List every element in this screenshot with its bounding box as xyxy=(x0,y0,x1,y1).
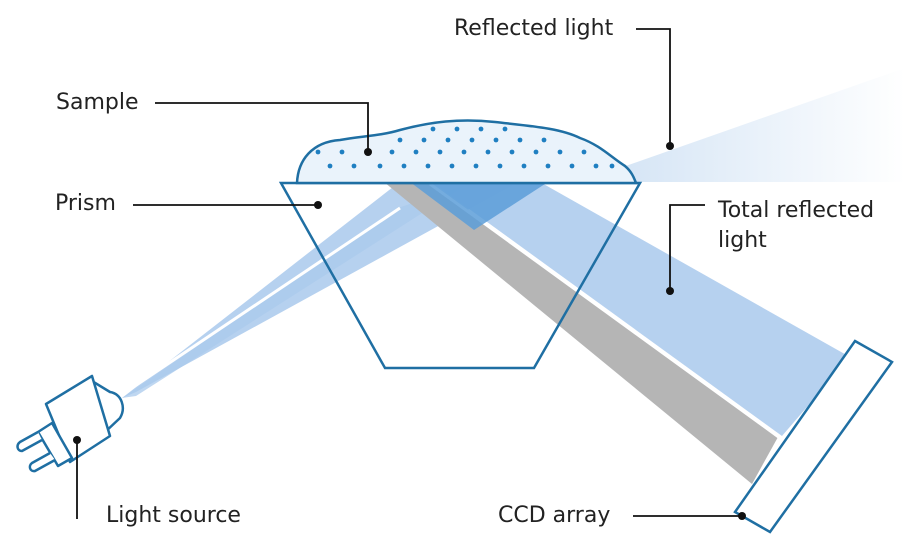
sample-dot xyxy=(469,137,475,143)
incident-beam-divider xyxy=(119,206,401,398)
shadow-beam xyxy=(384,182,778,484)
sample-dot xyxy=(521,163,527,169)
sample-dot xyxy=(425,163,431,169)
sample-dot xyxy=(445,137,451,143)
light-source-pin-lower xyxy=(28,451,56,473)
sample-dot xyxy=(557,149,563,155)
sample-dot xyxy=(315,149,321,155)
sample-dot xyxy=(533,149,539,155)
sample-dot xyxy=(478,126,484,132)
beam-boundary-line xyxy=(429,182,781,440)
sample-dot xyxy=(609,163,615,169)
sample-dot xyxy=(377,163,383,169)
light-source-collar xyxy=(36,421,74,468)
ccd-array-marker xyxy=(738,512,746,520)
ccd-array xyxy=(733,339,894,534)
sample-dot xyxy=(454,126,460,132)
incident-beam-lower xyxy=(122,185,466,398)
sample-dot xyxy=(485,149,491,155)
sample-dot xyxy=(473,163,479,169)
total-reflected-label-line-2: light xyxy=(718,228,767,253)
sample-dot xyxy=(437,149,443,155)
sample-dot xyxy=(339,149,345,155)
sample-dot xyxy=(502,126,508,132)
sample-dot xyxy=(509,149,515,155)
sample-leader xyxy=(155,102,369,152)
sample-marker xyxy=(364,148,372,156)
sample-dot xyxy=(541,137,547,143)
sample-dot xyxy=(461,149,467,155)
sample-dot xyxy=(493,137,499,143)
sample-dot xyxy=(569,163,575,169)
sample-dot xyxy=(581,149,587,155)
leader-endpoints xyxy=(73,142,746,520)
sample-dots xyxy=(315,126,615,169)
prism-label: Prism xyxy=(55,191,116,216)
incident-beam-upper xyxy=(122,180,522,398)
sample-dot xyxy=(545,163,551,169)
sample-label: Sample xyxy=(56,90,139,115)
sample-dot xyxy=(497,163,503,169)
leader-lines xyxy=(76,28,742,519)
total-reflected-beam xyxy=(432,182,850,436)
total-reflected-leader xyxy=(669,204,705,291)
light-source-marker xyxy=(73,436,81,444)
sample-dot xyxy=(413,149,419,155)
sample-dot xyxy=(421,137,427,143)
light-source xyxy=(16,374,124,473)
reflected-light-marker xyxy=(666,142,674,150)
light-source-pin-upper xyxy=(16,430,43,453)
reflected-light-label: Reflected light xyxy=(454,16,614,41)
sample-dot xyxy=(389,149,395,155)
light-source-label: Light source xyxy=(106,503,241,528)
reflected-light-glow xyxy=(580,68,905,182)
total-reflected-light-label: Total reflected light xyxy=(718,196,874,256)
total-reflected-marker xyxy=(666,287,674,295)
sample-dot xyxy=(449,163,455,169)
sample-dot xyxy=(397,137,403,143)
total-reflected-label-line-1: Total reflected xyxy=(718,198,875,223)
reflected-light-leader xyxy=(636,28,671,146)
sample-dot xyxy=(351,163,357,169)
sample-dot xyxy=(327,163,333,169)
beam-overlap-region xyxy=(410,182,548,230)
sample-dot xyxy=(517,137,523,143)
sample-dot xyxy=(593,163,599,169)
sample-dot xyxy=(430,126,436,132)
prism-marker xyxy=(314,201,322,209)
sample-dot xyxy=(401,163,407,169)
ccd-array-label: CCD array xyxy=(498,503,611,528)
